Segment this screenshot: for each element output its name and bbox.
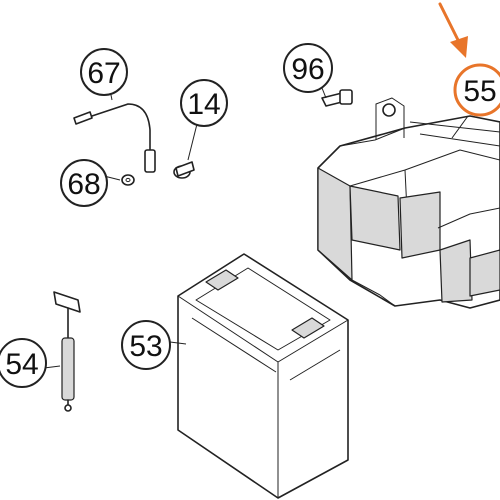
callout-53-circle bbox=[121, 320, 171, 370]
cable-part bbox=[73, 103, 156, 173]
callout-55-label: 55 bbox=[463, 75, 496, 108]
callout-53-label: 53 bbox=[129, 330, 162, 363]
callout-54-label: 54 bbox=[5, 348, 38, 381]
callout-67-label: 67 bbox=[87, 57, 120, 90]
screw-part bbox=[321, 89, 353, 107]
callout-55-circle bbox=[453, 63, 500, 117]
callout-96-circle bbox=[283, 43, 333, 93]
callout-54-circle bbox=[0, 338, 47, 388]
battery-box-part bbox=[317, 97, 500, 309]
callout-96[interactable]: 96 bbox=[283, 43, 333, 93]
callout-68-circle bbox=[60, 159, 108, 207]
strap-part bbox=[53, 291, 81, 412]
callout-67[interactable]: 67 bbox=[80, 48, 128, 96]
callout-55[interactable]: 55 bbox=[453, 63, 500, 117]
callout-67-circle bbox=[80, 48, 128, 96]
callout-68[interactable]: 68 bbox=[60, 159, 108, 207]
washer-part bbox=[121, 174, 135, 186]
battery-part bbox=[177, 253, 349, 499]
callout-14-label: 14 bbox=[187, 88, 220, 121]
highlight-arrow-icon bbox=[438, 2, 468, 58]
callout-14[interactable]: 14 bbox=[180, 79, 228, 127]
callout-54[interactable]: 54 bbox=[0, 338, 47, 388]
callout-68-label: 68 bbox=[67, 168, 100, 201]
callout-96-label: 96 bbox=[291, 53, 324, 86]
callout-53[interactable]: 53 bbox=[121, 320, 171, 370]
callout-14-circle bbox=[180, 79, 228, 127]
bolt-part bbox=[173, 161, 195, 179]
